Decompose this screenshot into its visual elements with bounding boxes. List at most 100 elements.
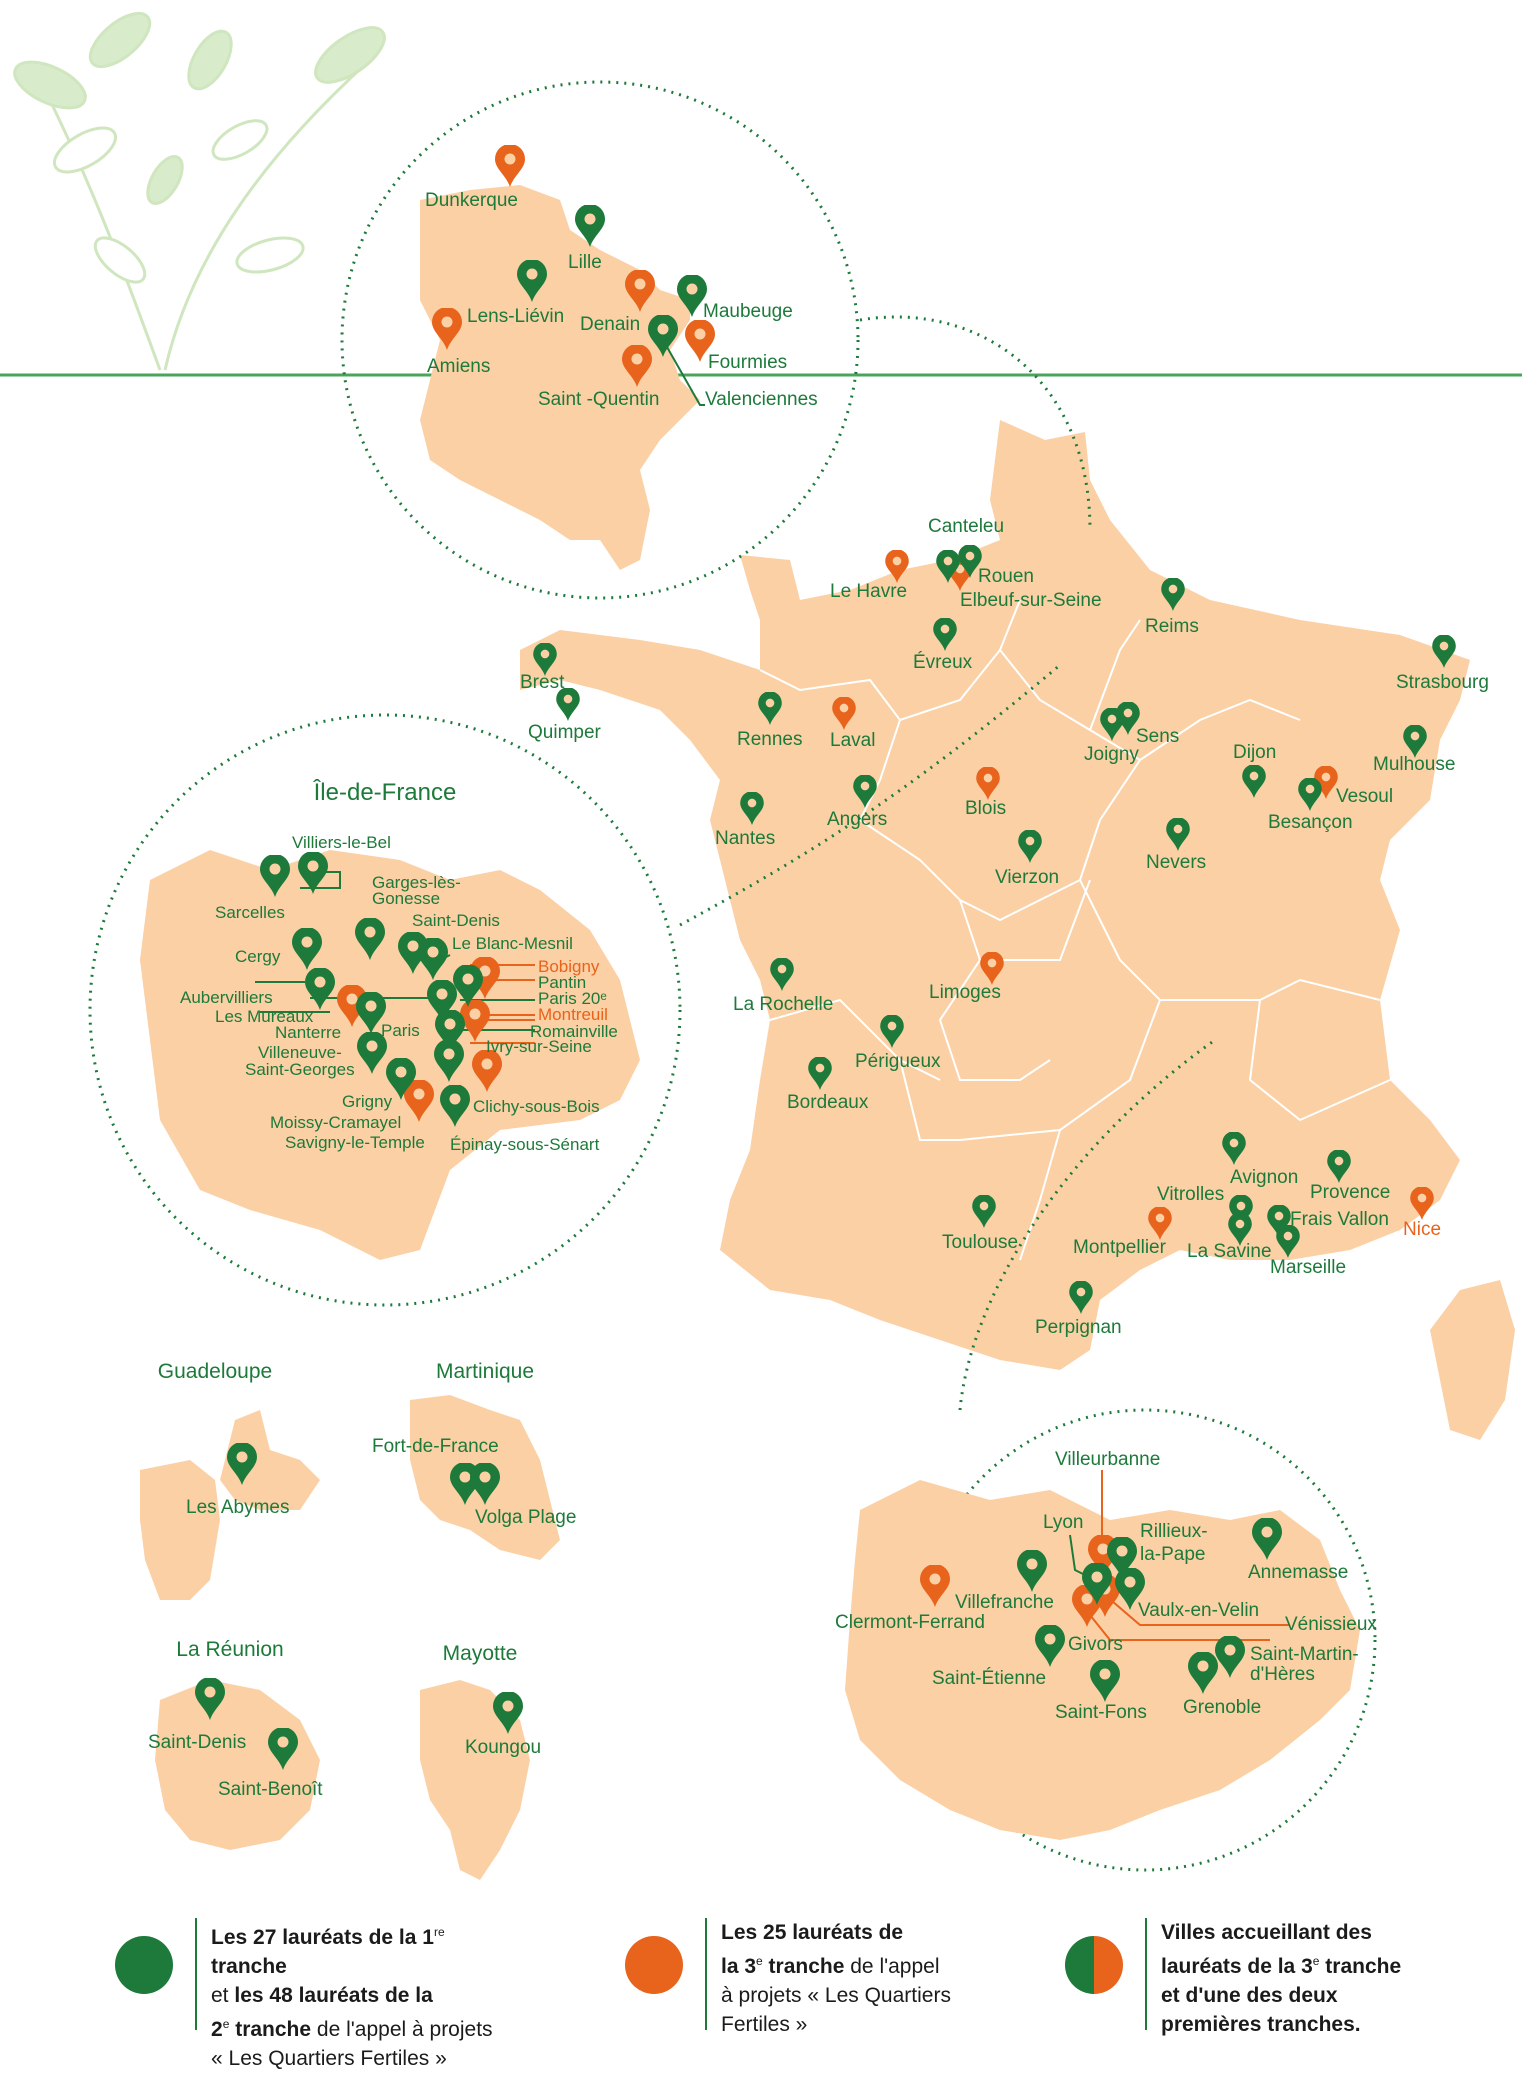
legend-divider bbox=[1145, 1918, 1147, 2030]
legend-orange: Les 25 lauréats de la 3e tranche de l'ap… bbox=[625, 1918, 991, 2039]
label-grigny: Grigny bbox=[342, 1092, 393, 1111]
label-amiens: Amiens bbox=[427, 356, 490, 377]
label-garges-2: Gonesse bbox=[372, 889, 440, 908]
label-paris: Paris bbox=[381, 1021, 420, 1040]
label-sens: Sens bbox=[1136, 726, 1179, 747]
label-rillieux-1: Rillieux- bbox=[1140, 1521, 1208, 1542]
label-maubeuge: Maubeuge bbox=[703, 301, 793, 322]
label-fourmies: Fourmies bbox=[708, 352, 787, 373]
legend-mixed-text: Villes accueillant des lauréats de la 3e… bbox=[1161, 1921, 1402, 2036]
label-savigny: Savigny-le-Temple bbox=[285, 1133, 425, 1152]
label-clichy: Clichy-sous-Bois bbox=[473, 1097, 600, 1116]
label-saint-denis-re: Saint-Denis bbox=[148, 1732, 246, 1753]
label-nanterre: Nanterre bbox=[275, 1023, 341, 1042]
label-la-savine: La Savine bbox=[1187, 1241, 1272, 1262]
label-garges-1: Garges-lès- bbox=[372, 873, 461, 892]
label-fort-de-france: Fort-de-France bbox=[372, 1436, 499, 1457]
city-labels: Dunkerque Lille Lens-Liévin Denain Maube… bbox=[148, 190, 1489, 1800]
label-perpignan: Perpignan bbox=[1035, 1317, 1122, 1338]
legend-mixed-dot bbox=[1065, 1936, 1123, 1994]
label-vitrolles: Vitrolles bbox=[1157, 1184, 1224, 1205]
label-grenoble: Grenoble bbox=[1183, 1697, 1261, 1718]
region-title-mayotte: Mayotte bbox=[443, 1642, 518, 1665]
decorative-plant bbox=[13, 11, 386, 371]
region-title-guadeloupe: Guadeloupe bbox=[158, 1360, 272, 1383]
region-title-idf: Île-de-France bbox=[313, 779, 457, 806]
label-saint-etienne: Saint-Étienne bbox=[932, 1668, 1046, 1689]
label-denain: Denain bbox=[580, 314, 640, 335]
label-lens: Lens-Liévin bbox=[467, 306, 564, 327]
label-reims: Reims bbox=[1145, 616, 1199, 637]
legend-orange-dot bbox=[625, 1936, 683, 1994]
region-title-martinique: Martinique bbox=[436, 1360, 534, 1383]
label-rennes: Rennes bbox=[737, 729, 803, 750]
legend-green: Les 27 lauréats de la 1re tranche et les… bbox=[115, 1918, 511, 2073]
label-aubervilliers: Aubervilliers bbox=[180, 988, 273, 1007]
label-villeneuve-2: Saint-Georges bbox=[245, 1060, 355, 1079]
label-dunkerque: Dunkerque bbox=[425, 190, 518, 211]
label-villefranche: Villefranche bbox=[955, 1592, 1054, 1613]
label-koungou: Koungou bbox=[465, 1737, 541, 1758]
label-perigueux: Périgueux bbox=[855, 1051, 941, 1072]
label-saint-denis-idf: Saint-Denis bbox=[412, 911, 500, 930]
label-laval: Laval bbox=[830, 730, 875, 751]
label-paris20: Paris 20ᵉ bbox=[538, 989, 607, 1008]
legend-green-text: Les 27 lauréats de la 1re tranche et les… bbox=[211, 1925, 493, 2070]
label-romainville: Romainville bbox=[530, 1022, 618, 1041]
label-elbeuf: Elbeuf-sur-Seine bbox=[960, 590, 1102, 611]
label-cergy: Cergy bbox=[235, 947, 281, 966]
label-montpellier: Montpellier bbox=[1073, 1237, 1167, 1258]
label-joigny: Joigny bbox=[1084, 744, 1139, 765]
label-nantes: Nantes bbox=[715, 828, 775, 849]
label-quimper: Quimper bbox=[528, 722, 602, 743]
label-villeurbanne: Villeurbanne bbox=[1055, 1449, 1160, 1470]
label-vesoul: Vesoul bbox=[1336, 786, 1393, 807]
label-rouen: Rouen bbox=[978, 566, 1034, 587]
legend-mixed: Villes accueillant des lauréats de la 3e… bbox=[1065, 1918, 1461, 2039]
mayotte-shape bbox=[420, 1680, 530, 1880]
region-title-reunion: La Réunion bbox=[176, 1638, 283, 1661]
label-volga: Volga Plage bbox=[475, 1507, 576, 1528]
label-epinay: Épinay-sous-Sénart bbox=[450, 1135, 600, 1154]
label-villiers: Villiers-le-Bel bbox=[292, 833, 391, 852]
label-mulhouse: Mulhouse bbox=[1373, 754, 1455, 775]
label-dijon: Dijon bbox=[1233, 742, 1276, 763]
label-toulouse: Toulouse bbox=[942, 1232, 1018, 1253]
label-canteleu: Canteleu bbox=[928, 516, 1004, 537]
label-venissieux: Vénissieux bbox=[1285, 1614, 1377, 1635]
label-le-havre: Le Havre bbox=[830, 581, 907, 602]
label-nice: Nice bbox=[1403, 1219, 1441, 1240]
label-lille: Lille bbox=[568, 252, 602, 273]
label-les-abymes: Les Abymes bbox=[186, 1497, 290, 1518]
pin-dunkerque bbox=[495, 145, 525, 187]
label-nevers: Nevers bbox=[1146, 852, 1206, 873]
label-saint-martin-2: d'Hères bbox=[1250, 1664, 1315, 1685]
label-blois: Blois bbox=[965, 798, 1006, 819]
inset-ile-de-france bbox=[88, 663, 1061, 1307]
reunion-shape bbox=[155, 1680, 320, 1850]
label-limoges: Limoges bbox=[929, 982, 1001, 1003]
label-sarcelles: Sarcelles bbox=[215, 903, 285, 922]
legend-green-dot bbox=[115, 1936, 173, 1994]
label-saint-benoit: Saint-Benoît bbox=[218, 1779, 323, 1800]
legend-orange-text: Les 25 lauréats de la 3e tranche de l'ap… bbox=[721, 1921, 951, 2036]
label-montreuil: Montreuil bbox=[538, 1005, 608, 1024]
label-vaulx: Vaulx-en-Velin bbox=[1138, 1600, 1259, 1621]
label-valenciennes: Valenciennes bbox=[705, 389, 818, 410]
label-mureaux: Les Mureaux bbox=[215, 1007, 314, 1026]
label-vierzon: Vierzon bbox=[995, 867, 1059, 888]
label-avignon: Avignon bbox=[1230, 1167, 1298, 1188]
label-bobigny: Bobigny bbox=[538, 957, 600, 976]
legend-divider bbox=[195, 1918, 197, 2030]
label-brest: Brest bbox=[520, 672, 565, 693]
label-saint-quentin: Saint -Quentin bbox=[538, 389, 659, 410]
label-la-rochelle: La Rochelle bbox=[733, 994, 833, 1015]
label-annemasse: Annemasse bbox=[1248, 1562, 1348, 1583]
label-ivry: Ivry-sur-Seine bbox=[486, 1037, 592, 1056]
label-moissy: Moissy-Cramayel bbox=[270, 1113, 401, 1132]
label-evreux: Évreux bbox=[913, 652, 973, 673]
label-marseille: Marseille bbox=[1270, 1257, 1346, 1278]
label-blanc-mesnil: Le Blanc-Mesnil bbox=[452, 934, 573, 953]
label-villeneuve-1: Villeneuve- bbox=[258, 1043, 342, 1062]
label-frais-vallon: Frais Vallon bbox=[1290, 1209, 1389, 1230]
